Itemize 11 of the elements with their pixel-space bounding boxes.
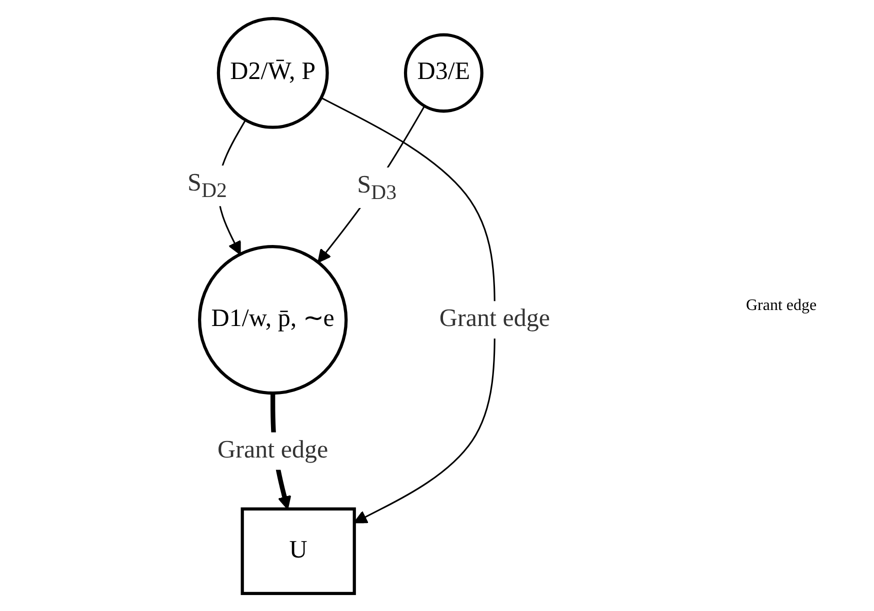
edge-label: S$_{D2}$ [188,170,228,202]
arrow [318,105,426,262]
edge-label: Grant edge [440,305,550,332]
arrow [321,96,496,523]
edge-label: Grant edge [218,436,328,464]
edge-label: S$_{D3}$ [357,172,397,204]
edge-note: Grant edge [746,296,818,314]
node-circle: D1/w, p̄, ∼e [198,244,348,394]
node-box: U [241,506,356,595]
node-circle: D3/E [404,32,484,112]
node-circle: D2/W̄, P [217,16,330,128]
